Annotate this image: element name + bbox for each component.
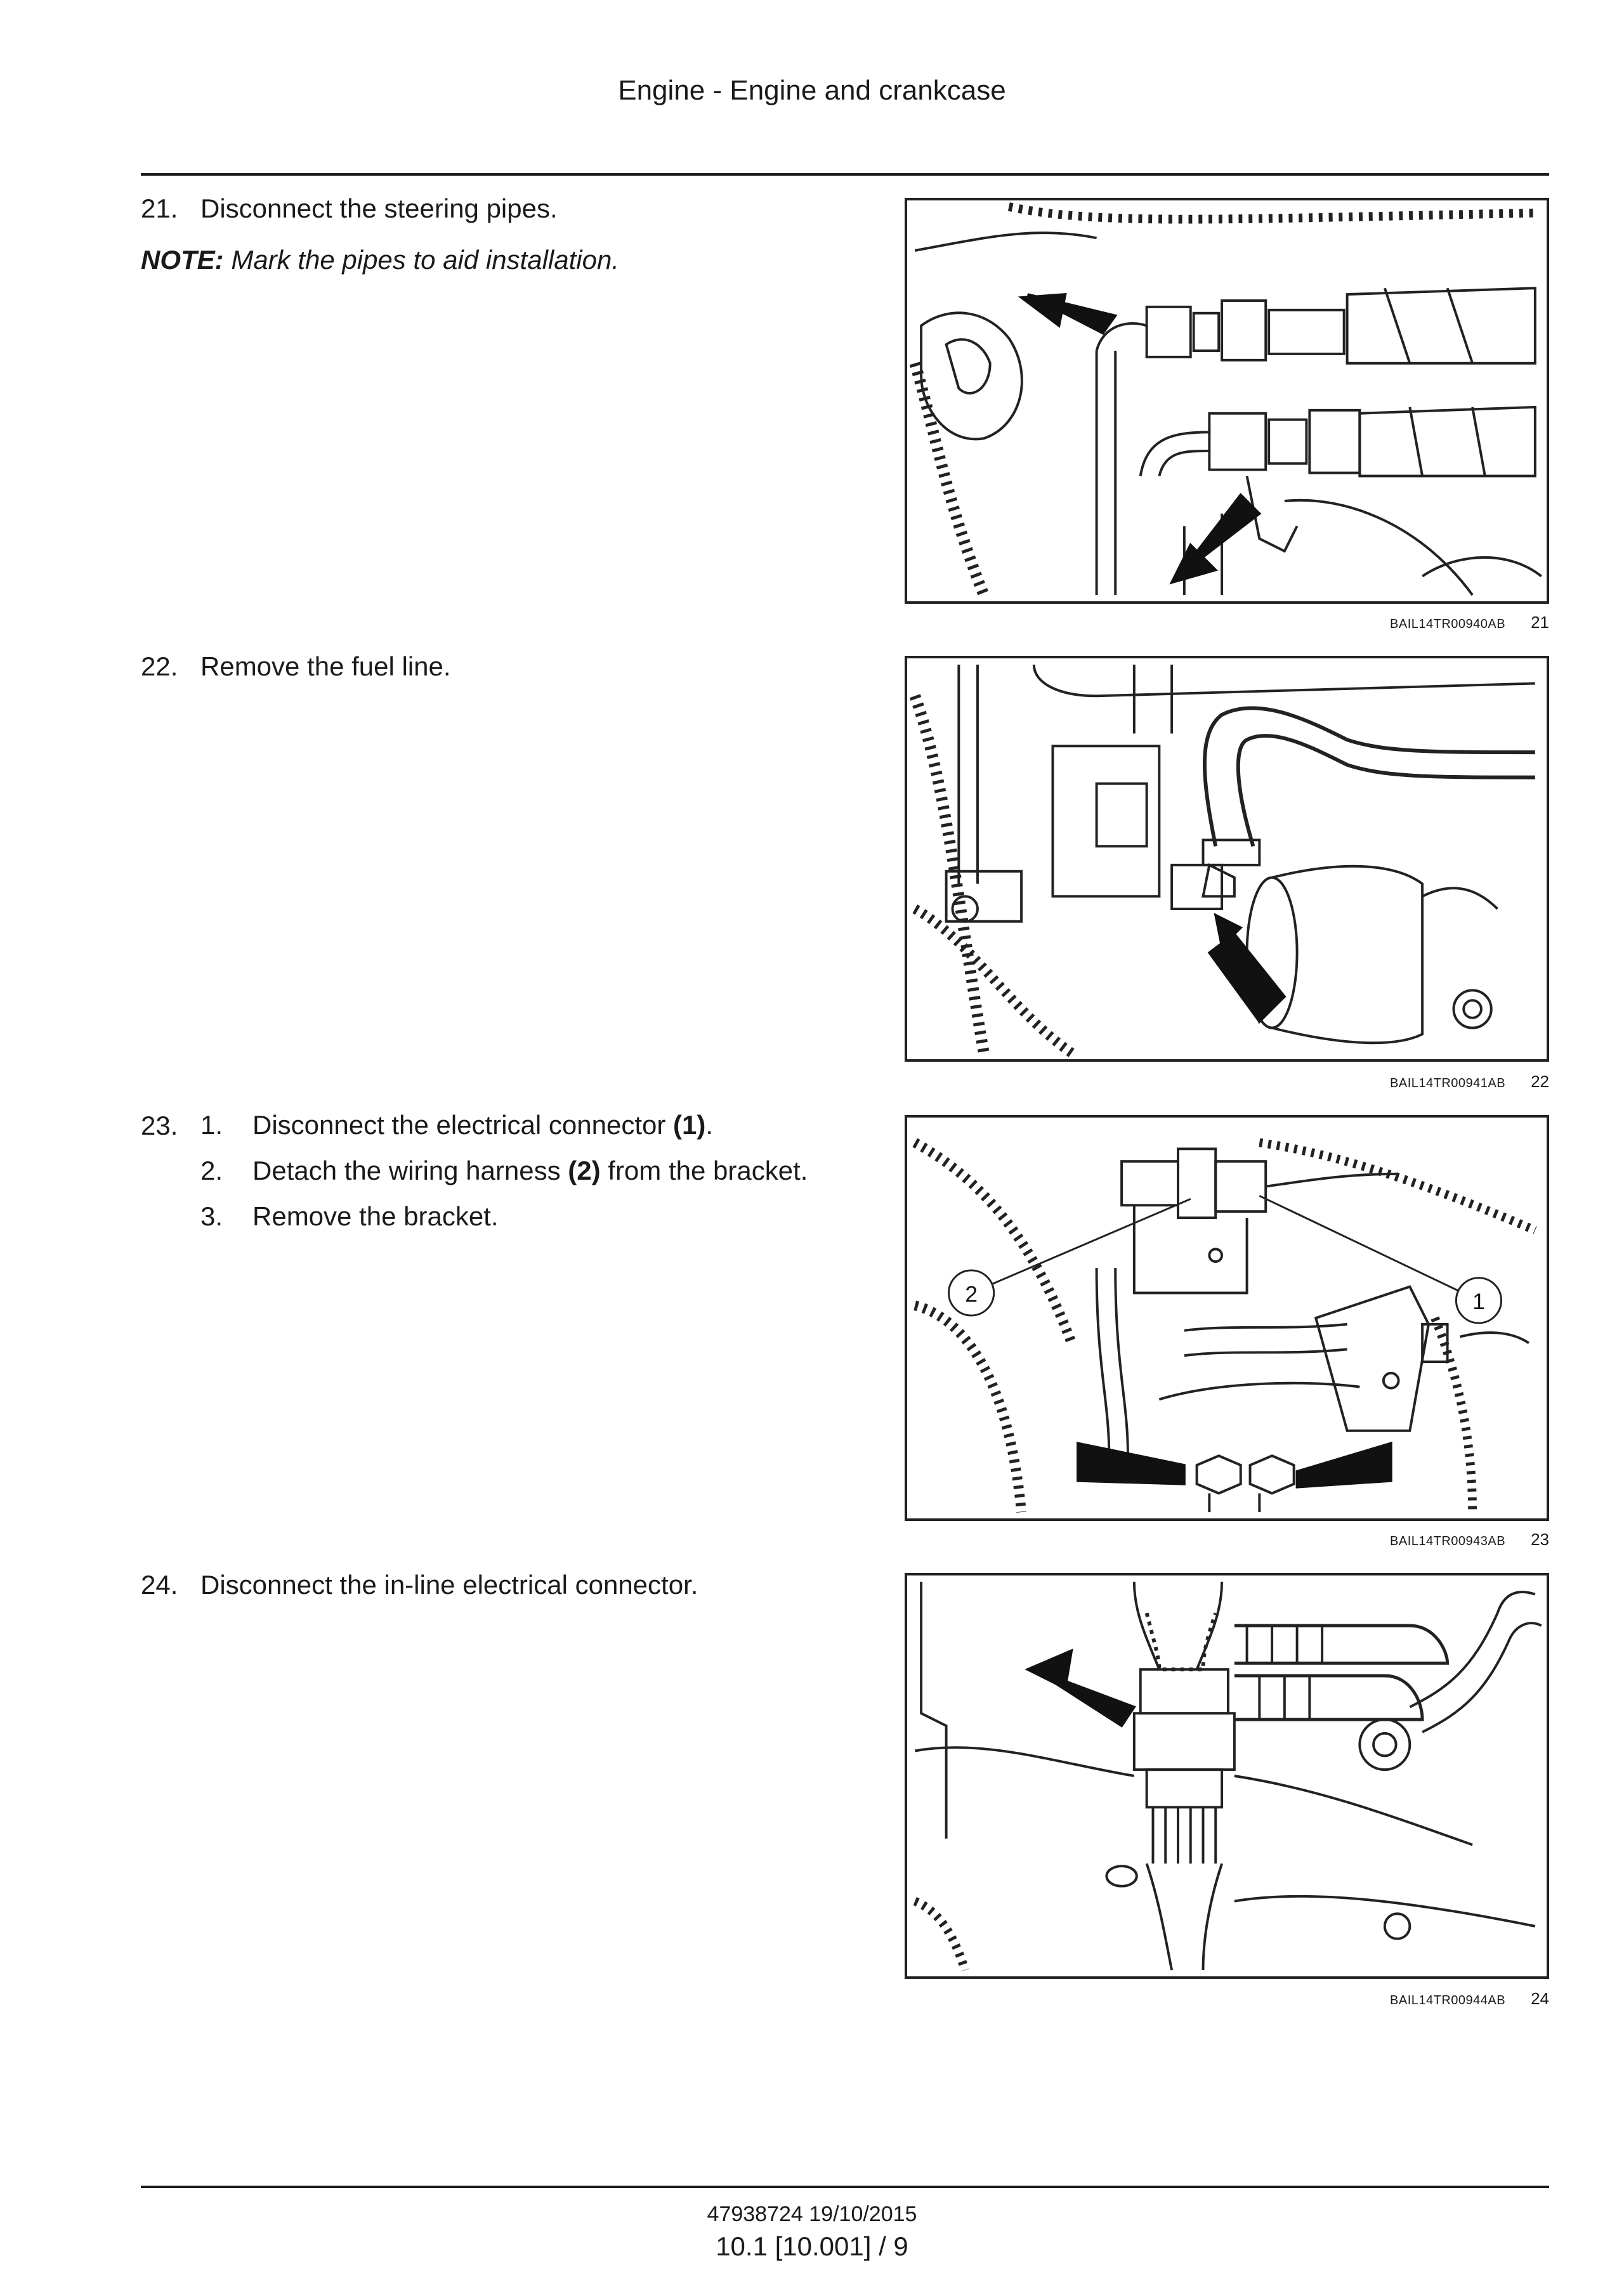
figure-code: BAIL14TR00944AB [1390, 1993, 1506, 2007]
figure-number: 22 [1531, 1072, 1549, 1091]
figure-code: BAIL14TR00940AB [1390, 617, 1506, 631]
footer-page-number: 10.1 [10.001] / 9 [716, 2231, 908, 2261]
step-23: 23. [141, 1110, 200, 1142]
substep-text: Remove the bracket. [252, 1201, 499, 1231]
footer-doc-ref: 47938724 19/10/2015 [707, 2202, 917, 2226]
callout-1: 1 [1472, 1289, 1485, 1314]
figure-code: BAIL14TR00943AB [1390, 1534, 1506, 1548]
step-22: 22. Remove the fuel line. [141, 651, 451, 682]
step-number: 24. [141, 1570, 178, 1600]
substep-1: 1. Disconnect the electrical connector (1… [200, 1110, 713, 1140]
step-number: 21. [141, 193, 178, 223]
note-text: Mark the pipes to aid installation. [231, 245, 619, 275]
step-number: 23. [141, 1111, 178, 1140]
step-text: Disconnect the steering pipes. [200, 193, 558, 223]
figure-23-illustration: 2 1 [905, 1115, 1549, 1521]
substep-text: Detach the wiring harness [252, 1156, 568, 1185]
substep-number: 1. [200, 1110, 223, 1140]
substep-number: 3. [200, 1201, 223, 1231]
substep-number: 2. [200, 1156, 223, 1185]
figure-24-illustration [905, 1573, 1549, 1979]
figure-21-illustration [905, 198, 1549, 604]
header-rule [141, 173, 1549, 176]
step-number: 22. [141, 651, 178, 681]
substep-ref: (1) [673, 1110, 706, 1140]
substep-2: 2. Detach the wiring harness (2) from the… [200, 1156, 808, 1186]
substep-text-end: from the bracket. [600, 1156, 808, 1185]
footer-rule [141, 2186, 1549, 2188]
figure-code: BAIL14TR00941AB [1390, 1076, 1506, 1090]
step-text: Disconnect the in-line electrical connec… [200, 1570, 698, 1600]
substep-text-end: . [705, 1110, 714, 1140]
page-header-title: Engine - Engine and crankcase [618, 75, 1006, 106]
figure-22-caption: BAIL14TR00941AB 22 [905, 1072, 1549, 1092]
note-label: NOTE: [141, 245, 224, 275]
substep-ref: (2) [568, 1156, 601, 1185]
figure-23-caption: BAIL14TR00943AB 23 [905, 1530, 1549, 1549]
callout-2: 2 [965, 1281, 978, 1307]
step-21: 21. Disconnect the steering pipes. [141, 193, 558, 225]
substep-text: Disconnect the electrical connector [252, 1110, 673, 1140]
figure-number: 23 [1531, 1530, 1549, 1549]
figure-24-caption: BAIL14TR00944AB 24 [905, 1989, 1549, 2009]
figure-22-illustration [905, 656, 1549, 1062]
step-21-note: NOTE: Mark the pipes to aid installation… [141, 245, 619, 275]
figure-number: 24 [1531, 1989, 1549, 2008]
figure-21-caption: BAIL14TR00940AB 21 [905, 613, 1549, 632]
figure-number: 21 [1531, 613, 1549, 632]
step-text: Remove the fuel line. [200, 651, 451, 681]
substep-3: 3. Remove the bracket. [200, 1201, 499, 1232]
step-24: 24. Disconnect the in-line electrical con… [141, 1569, 698, 1601]
